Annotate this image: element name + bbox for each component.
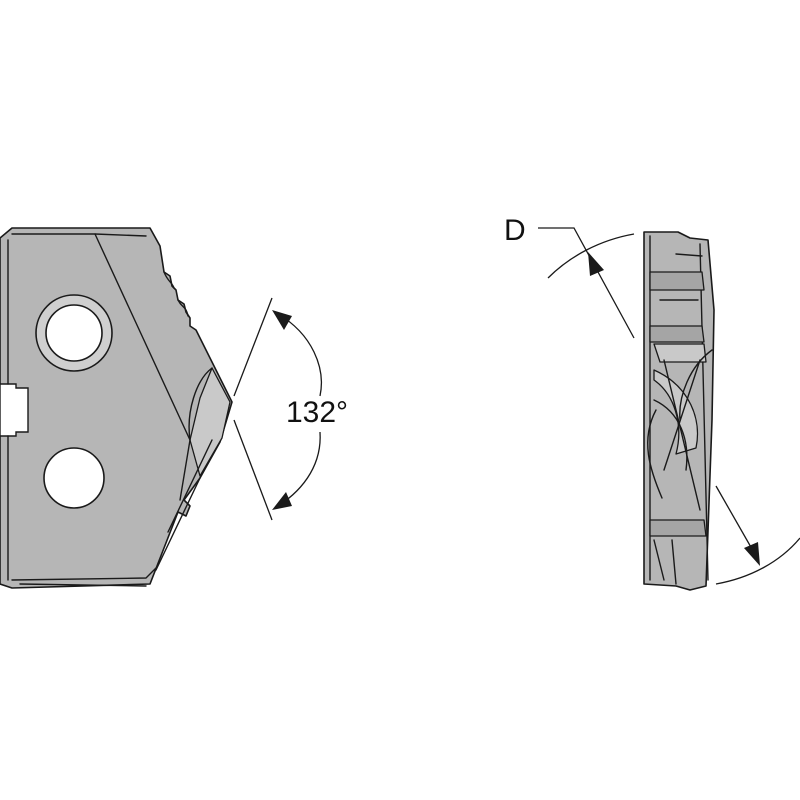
bottom-chamfer-edge (11, 567, 157, 581)
rake-face-line (94, 233, 191, 441)
screw-hole-upper (45, 304, 103, 362)
lower-cutting-edge (155, 477, 201, 571)
diameter-arc-top (547, 233, 635, 279)
point-curve (188, 367, 213, 441)
extension-line-lower (233, 419, 273, 521)
flute-band-4 (649, 519, 707, 537)
flute-band-3 (653, 343, 707, 363)
angle-label: 132° (286, 396, 348, 429)
lower-facet-line-1 (653, 539, 665, 581)
lower-lip-line (179, 439, 191, 501)
extension-line-upper (233, 297, 273, 397)
diagonal-edge-2 (663, 359, 701, 471)
lower-facet-line-2 (671, 539, 677, 585)
arrowhead-upper (272, 310, 292, 330)
flute-band-2 (649, 325, 705, 343)
diameter-dimension: D (504, 214, 800, 585)
top-facet-line (675, 253, 703, 257)
insert-side-view (643, 231, 715, 591)
insert-front-view (0, 227, 233, 589)
arrowhead-lower (272, 492, 292, 510)
chip-splitter-1 (163, 271, 175, 289)
relief-line-2 (679, 349, 713, 421)
point-angle-dimension: 132° (233, 297, 348, 521)
point-facet (189, 367, 231, 477)
leader-line-d (538, 227, 635, 339)
screw-hole-lower (43, 447, 105, 509)
arrowhead-d-top (588, 252, 604, 276)
flute-band-1 (649, 271, 705, 291)
lower-clearance-line (167, 439, 213, 533)
diameter-label: D (504, 214, 526, 247)
diagonal-edge-1 (663, 359, 701, 511)
extension-line-bottom (715, 485, 757, 557)
arrowhead-d-bottom (744, 542, 760, 566)
diameter-arc-bottom (715, 537, 800, 585)
bottom-edge-line (19, 583, 147, 587)
chip-splitter-2 (177, 299, 189, 317)
relief-line-3 (647, 409, 663, 499)
locating-slot (0, 383, 29, 437)
side-edge-right (699, 243, 709, 581)
relief-line-1 (653, 399, 688, 471)
